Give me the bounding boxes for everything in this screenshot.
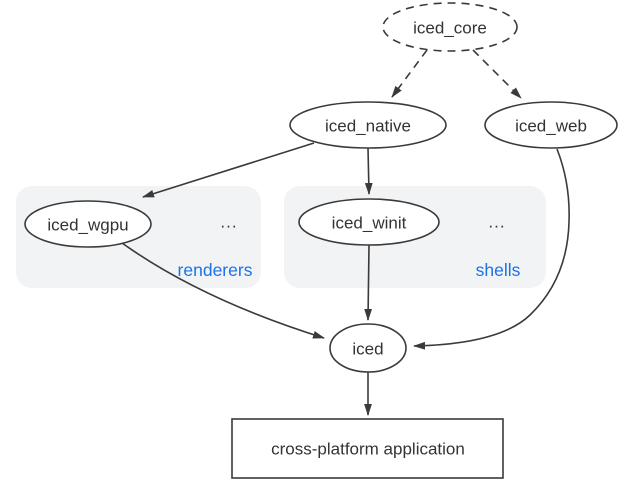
group-renderers-label: renderers	[178, 260, 253, 280]
node-iced-shape	[329, 323, 407, 373]
node-iced-label: iced	[352, 340, 383, 359]
node-iced-winit: iced_winit	[298, 198, 440, 246]
node-iced-native: iced_native	[289, 101, 447, 149]
node-iced-native-label: iced_native	[325, 117, 411, 136]
node-iced-web-label: iced_web	[515, 117, 587, 136]
edge-iced-wgpu-to-iced	[121, 242, 325, 339]
node-iced-web-shape	[484, 101, 618, 149]
edge-iced-native-to-iced-winit	[364, 147, 373, 195]
group-renderers-ellipsis: ...	[220, 213, 237, 232]
group-shells-ellipsis: ...	[488, 213, 505, 232]
edge-iced-web-to-iced	[413, 148, 570, 350]
node-iced-wgpu-label: iced_wgpu	[47, 216, 128, 235]
node-app-shape	[231, 418, 504, 479]
node-iced-native-shape	[289, 101, 447, 149]
node-iced-web: iced_web	[484, 101, 618, 149]
node-iced-winit-label: iced_winit	[332, 214, 407, 233]
node-iced: iced	[329, 323, 407, 373]
node-iced-wgpu: iced_wgpu	[24, 200, 152, 248]
node-iced-winit-shape	[298, 198, 440, 246]
edge-iced-native-to-iced-wgpu	[142, 142, 315, 198]
node-iced-wgpu-shape	[24, 200, 152, 248]
node-app: cross-platform application	[231, 418, 504, 479]
node-iced-core-label: iced_core	[413, 19, 487, 38]
edge-iced-winit-to-iced	[364, 244, 373, 321]
node-app-label: cross-platform application	[271, 440, 465, 459]
edge-iced-core-to-iced-native	[391, 49, 428, 98]
group-shells-label: shells	[476, 260, 521, 280]
node-iced-core-shape	[382, 2, 518, 52]
node-iced-core: iced_core	[382, 2, 518, 52]
edge-iced-core-to-iced-web	[472, 49, 522, 99]
